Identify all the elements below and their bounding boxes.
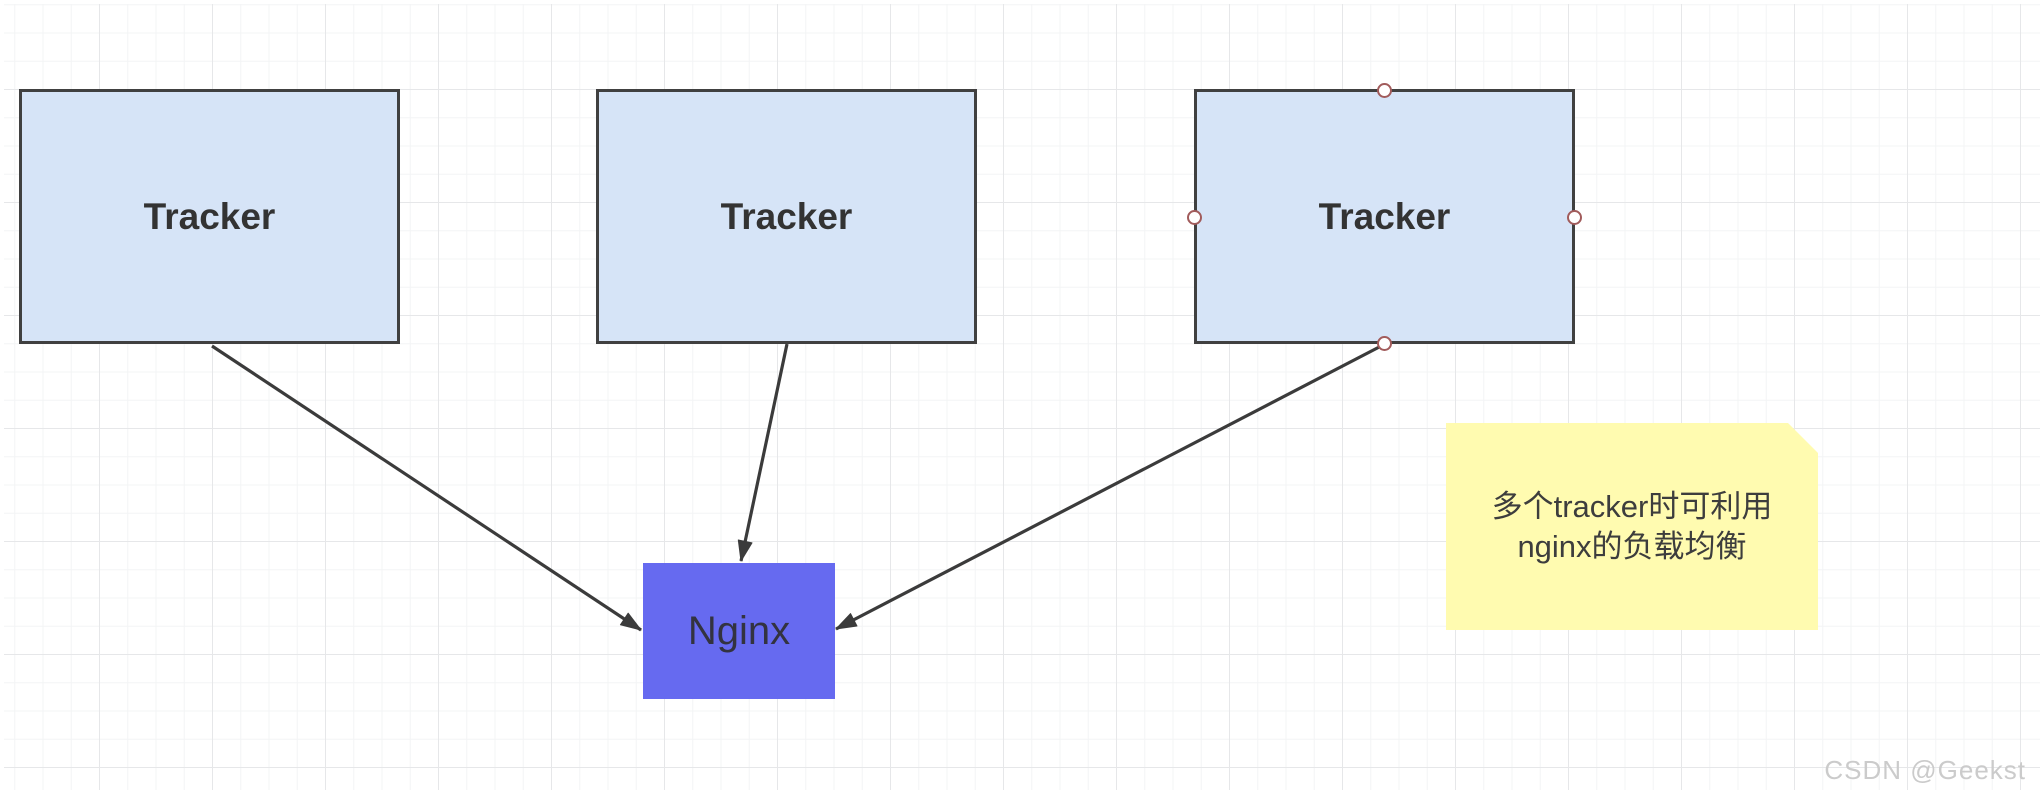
node-tracker-2-label: Tracker <box>720 195 853 237</box>
node-tracker-2[interactable]: Tracker <box>596 89 977 344</box>
node-tracker-3-label: Tracker <box>1318 195 1451 237</box>
edge-tracker3-to-nginx[interactable] <box>835 342 1386 631</box>
edge-tracker1-to-nginx[interactable] <box>211 344 642 632</box>
csdn-watermark: CSDN @Geekst <box>1824 755 2026 785</box>
node-nginx-label: Nginx <box>687 608 791 653</box>
sticky-note-line-2: nginx的负载均衡 <box>1517 528 1747 564</box>
node-tracker-1-label: Tracker <box>143 195 276 237</box>
connection-handle-top[interactable] <box>1377 83 1392 98</box>
node-nginx[interactable]: Nginx <box>643 563 835 699</box>
node-tracker-3[interactable]: Tracker <box>1194 89 1575 344</box>
connection-handle-bottom[interactable] <box>1377 336 1392 351</box>
edge-tracker2-to-nginx[interactable] <box>737 343 789 562</box>
sticky-note[interactable]: 多个tracker时可利用 nginx的负载均衡 <box>1446 423 1818 630</box>
connection-handle-right[interactable] <box>1567 210 1582 225</box>
node-tracker-1[interactable]: Tracker <box>19 89 400 344</box>
connection-handle-left[interactable] <box>1187 210 1202 225</box>
sticky-note-line-1: 多个tracker时可利用 <box>1491 488 1773 524</box>
